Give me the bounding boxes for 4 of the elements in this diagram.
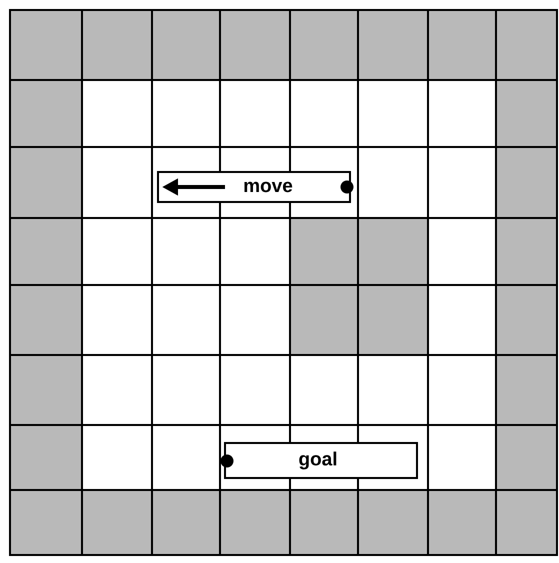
box-label: goal (299, 452, 336, 470)
label-box (157, 171, 351, 203)
label-box (224, 442, 418, 479)
box-label: move (244, 182, 292, 192)
